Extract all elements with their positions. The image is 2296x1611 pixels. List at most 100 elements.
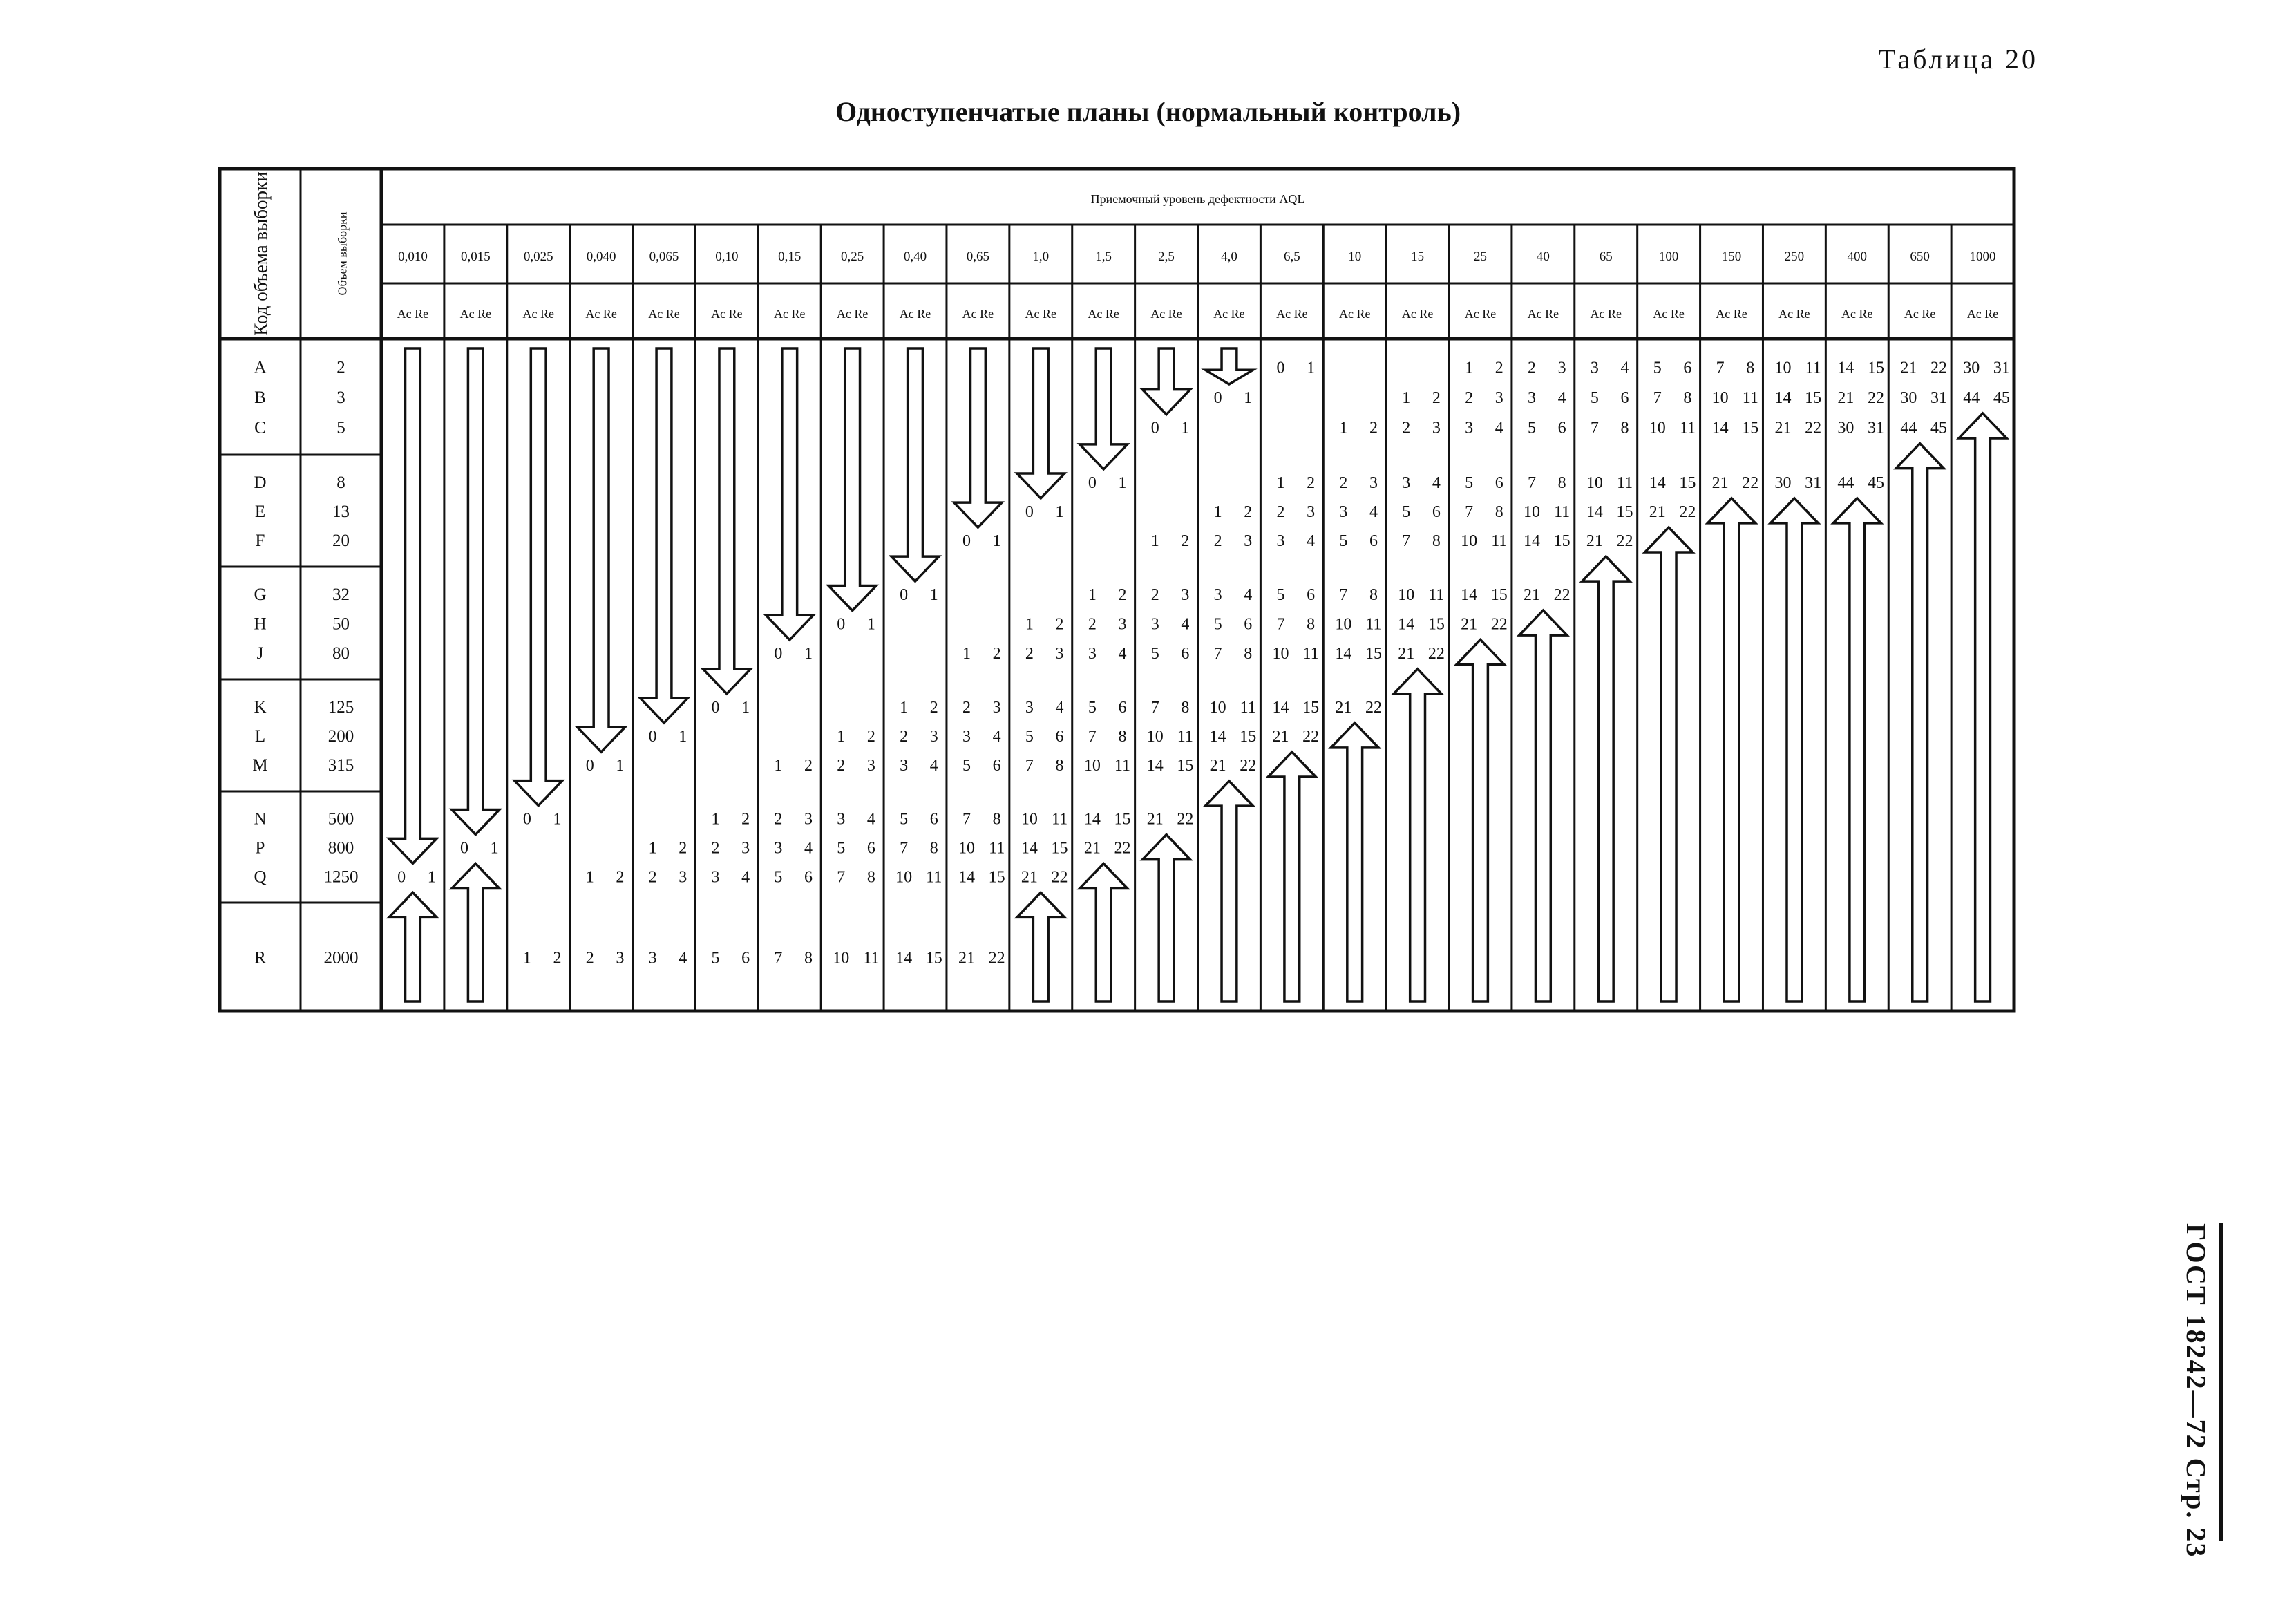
re-value: 22: [1930, 359, 1947, 377]
arrow-up-icon: [1328, 721, 1382, 1003]
re-value: 11: [1428, 586, 1444, 604]
ac-value: 5: [1528, 420, 1536, 437]
sample-code: J: [257, 644, 264, 663]
arrow-down-icon: [1139, 347, 1193, 417]
arrow-down-icon: [951, 347, 1005, 529]
ac-re-header: Ac Re: [585, 307, 616, 321]
ac-value: 2: [837, 757, 845, 775]
ac-value: 21: [1272, 728, 1289, 746]
ac-value: 3: [1214, 586, 1222, 604]
arrow-up-icon: [448, 861, 502, 1003]
ac-value: 21: [1021, 868, 1038, 886]
arrow-up-icon: [1202, 779, 1256, 1003]
re-value: 4: [679, 950, 687, 968]
re-value: 2: [1118, 586, 1126, 604]
re-value: 6: [993, 757, 1001, 775]
arrow-down-icon: [386, 347, 440, 865]
ac-value: 10: [1210, 699, 1226, 717]
re-value: 4: [867, 811, 875, 829]
ac-value: 10: [958, 840, 975, 858]
ac-value: 3: [1591, 359, 1599, 377]
re-value: 3: [1432, 420, 1441, 437]
re-value: 4: [1432, 474, 1441, 492]
re-value: 4: [1621, 359, 1629, 377]
ac-value: 2: [962, 699, 971, 717]
ac-value: 3: [1339, 503, 1347, 521]
re-value: 11: [1240, 699, 1256, 717]
aql-level-header: 15: [1411, 249, 1424, 264]
aql-level-header: 6,5: [1284, 249, 1300, 264]
re-value: 1: [616, 757, 624, 775]
re-value: 22: [1177, 811, 1193, 829]
arrow-up-icon: [1453, 637, 1508, 1003]
ac-value: 10: [1712, 389, 1729, 407]
ac-value: 2: [1339, 474, 1347, 492]
ac-value: 3: [962, 728, 971, 746]
ac-value: 10: [895, 868, 912, 886]
re-value: 1: [1181, 420, 1189, 437]
re-value: 11: [1365, 616, 1381, 634]
sample-size: 800: [328, 839, 354, 858]
re-value: 6: [1621, 389, 1629, 407]
ac-value: 1: [1402, 389, 1410, 407]
ac-value: 30: [1775, 474, 1792, 492]
ac-value: 1: [1151, 532, 1159, 550]
arrow-down-icon: [825, 347, 880, 613]
ac-value: 14: [1649, 474, 1666, 492]
re-value: 6: [1432, 503, 1441, 521]
ac-value: 2: [1025, 645, 1034, 663]
aql-level-header: 400: [1848, 249, 1868, 264]
re-value: 6: [1495, 474, 1503, 492]
ac-value: 10: [1084, 757, 1101, 775]
re-value: 11: [1177, 728, 1193, 746]
re-value: 2: [930, 699, 938, 717]
re-value: 2: [1181, 532, 1189, 550]
ac-value: 14: [895, 950, 912, 968]
ac-value: 0: [460, 840, 468, 858]
ac-value: 0: [837, 616, 845, 634]
ac-value: 1: [1465, 359, 1473, 377]
ac-value: 10: [1461, 532, 1477, 550]
re-value: 8: [1558, 474, 1566, 492]
ac-value: 2: [1088, 616, 1097, 634]
aql-level-header: 2,5: [1158, 249, 1175, 264]
re-value: 6: [1056, 728, 1064, 746]
re-value: 4: [1181, 616, 1189, 634]
ac-value: 1: [586, 868, 594, 886]
re-value: 2: [867, 728, 875, 746]
re-value: 3: [1244, 532, 1252, 550]
ac-value: 7: [1591, 420, 1599, 437]
re-value: 3: [1307, 503, 1315, 521]
sample-code: B: [254, 388, 266, 407]
re-value: 2: [553, 950, 561, 968]
re-value: 1: [679, 728, 687, 746]
ac-value: 3: [1276, 532, 1284, 550]
ac-re-header: Ac Re: [711, 307, 742, 321]
ac-value: 21: [1398, 645, 1414, 663]
ac-re-header: Ac Re: [460, 307, 491, 321]
re-value: 11: [863, 950, 879, 968]
ac-value: 0: [1214, 389, 1222, 407]
sample-code: R: [254, 949, 266, 968]
ac-re-header: Ac Re: [1465, 307, 1496, 321]
re-value: 8: [1495, 503, 1503, 521]
ac-value: 2: [1528, 359, 1536, 377]
arrow-down-icon: [448, 347, 502, 837]
re-value: 15: [1491, 586, 1508, 604]
ac-value: 0: [900, 586, 908, 604]
arrow-down-icon: [637, 347, 691, 725]
re-value: 4: [1056, 699, 1064, 717]
re-value: 1: [1307, 359, 1315, 377]
ac-value: 10: [1398, 586, 1414, 604]
re-value: 1: [491, 840, 499, 858]
ac-value: 1: [1214, 503, 1222, 521]
sample-size: 1250: [324, 867, 359, 886]
ac-value: 7: [1276, 616, 1284, 634]
ac-value: 44: [1900, 420, 1917, 437]
ac-value: 5: [1402, 503, 1410, 521]
re-value: 6: [741, 950, 750, 968]
re-value: 6: [1558, 420, 1566, 437]
re-value: 11: [926, 868, 942, 886]
re-value: 1: [1056, 503, 1064, 521]
sample-size: 20: [332, 531, 350, 550]
